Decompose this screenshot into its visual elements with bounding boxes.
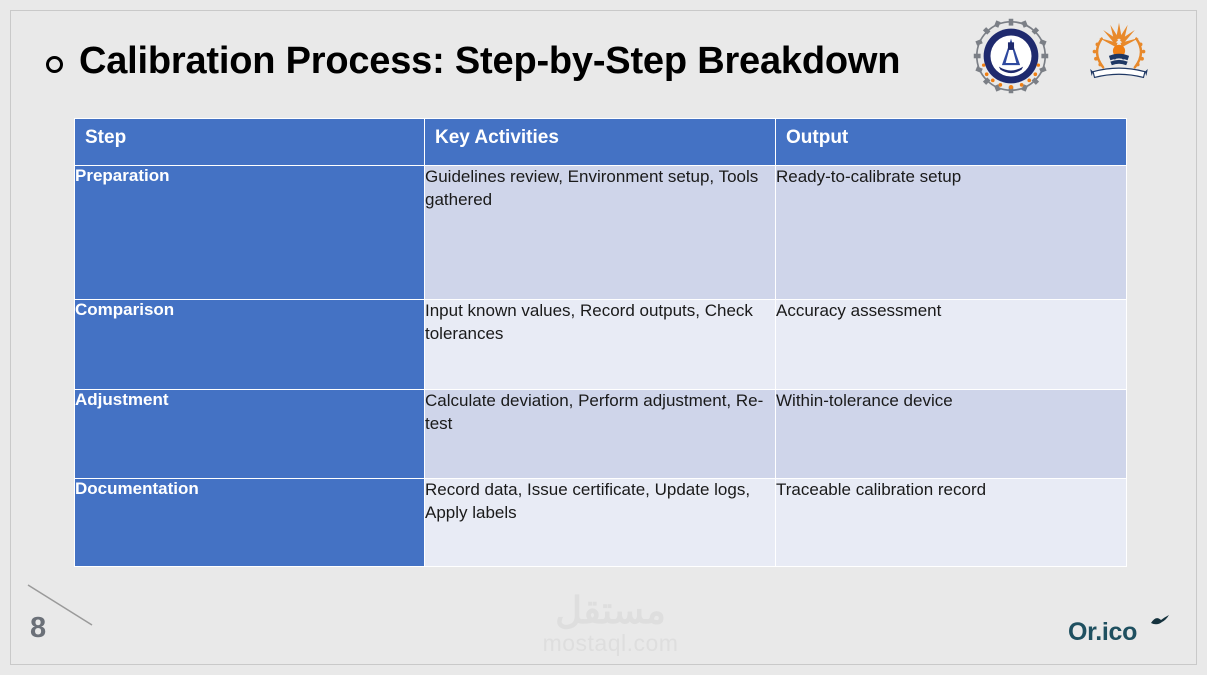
table-row: Documentation Record data, Issue certifi… xyxy=(74,478,1127,567)
column-header-step: Step xyxy=(74,118,425,166)
orico-brand-text: Or.ico xyxy=(1068,618,1138,646)
cell-activities: Calculate deviation, Perform adjustment,… xyxy=(424,389,776,479)
cell-step: Documentation xyxy=(74,478,425,567)
bird-icon xyxy=(1151,615,1169,625)
university-crest-logo-icon xyxy=(1090,22,1148,79)
cell-step: Preparation xyxy=(74,165,425,300)
calibration-process-table: Step Key Activities Output Preparation G… xyxy=(74,118,1127,567)
column-header-output: Output xyxy=(775,118,1127,166)
table-header-row: Step Key Activities Output xyxy=(74,118,1127,166)
cell-output: Traceable calibration record xyxy=(775,478,1127,567)
decorative-diagonal-line xyxy=(27,584,93,626)
cell-activities: Input known values, Record outputs, Chec… xyxy=(424,299,776,390)
mostaql-watermark: مستقل mostaql.com xyxy=(503,590,718,656)
watermark-latin-text: mostaql.com xyxy=(542,629,679,656)
cell-output: Accuracy assessment xyxy=(775,299,1127,390)
table-row: Comparison Input known values, Record ou… xyxy=(74,299,1127,390)
cell-output: Within-tolerance device xyxy=(775,389,1127,479)
gear-institute-logo-icon xyxy=(973,18,1049,94)
cell-activities: Record data, Issue certificate, Update l… xyxy=(424,478,776,567)
hollow-circle-bullet-icon xyxy=(46,56,63,73)
cell-activities: Guidelines review, Environment setup, To… xyxy=(424,165,776,300)
watermark-arabic-text: مستقل xyxy=(555,590,666,631)
cell-step: Comparison xyxy=(74,299,425,390)
table-row: Preparation Guidelines review, Environme… xyxy=(74,165,1127,300)
table-row: Adjustment Calculate deviation, Perform … xyxy=(74,389,1127,479)
column-header-key-activities: Key Activities xyxy=(424,118,776,166)
page-title-text: Calibration Process: Step-by-Step Breakd… xyxy=(79,40,901,82)
cell-step: Adjustment xyxy=(74,389,425,479)
cell-output: Ready-to-calibrate setup xyxy=(775,165,1127,300)
slide-number: 8 xyxy=(30,612,47,644)
page-title: Calibration Process: Step-by-Step Breakd… xyxy=(46,40,900,83)
